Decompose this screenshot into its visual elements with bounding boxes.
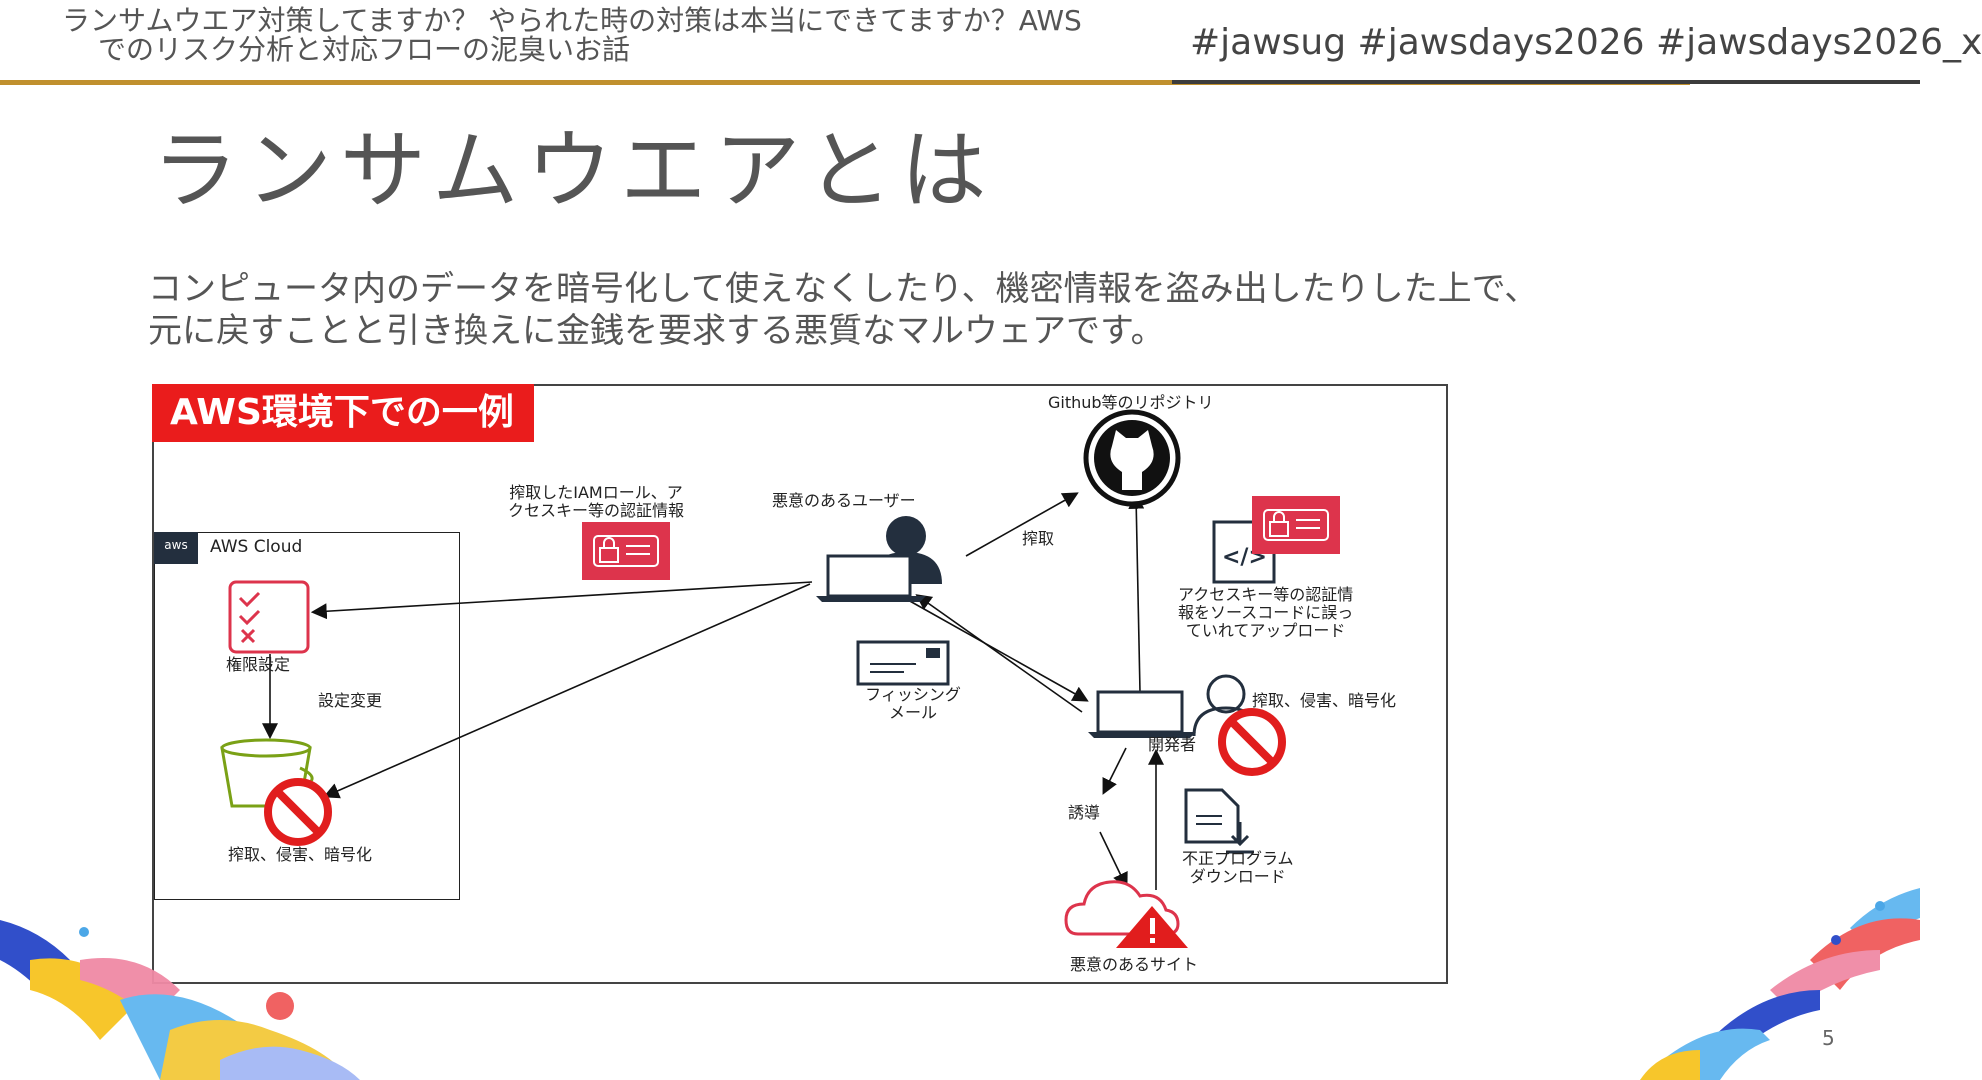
credential-badge-icon (582, 522, 670, 580)
steal-label: 搾取 (1022, 529, 1055, 548)
stolen-credentials-label: 搾取したIAMロール、ア クセスキー等の認証情報 (508, 484, 684, 520)
header-divider-accent (1172, 80, 1920, 84)
malware-download-line1: 不正プログラム (1182, 849, 1294, 868)
flow-arrows (262, 492, 1164, 890)
aws-cloud-label: AWS Cloud (210, 537, 303, 557)
lure-label: 誘導 (1068, 803, 1101, 822)
malicious-user-label: 悪意のあるユーザー (772, 491, 916, 510)
slide-title: ランサムウエアとは (152, 121, 995, 221)
credential-leak-label: アクセスキー等の認証情 報をソースコードに誤っ ていれてアップロード (1178, 586, 1353, 640)
github-label: Github等のリポジトリ (1048, 393, 1214, 412)
checklist-icon (228, 580, 310, 654)
description-line2: 元に戻すことと引き換えに金銭を要求する悪質なマルウェアです。 (148, 311, 1165, 351)
github-icon (1083, 409, 1181, 507)
header-divider (0, 80, 1690, 85)
diagram-banner: AWS環境下での一例 (152, 384, 534, 442)
phishing-label: フィッシング メール (848, 686, 978, 722)
malware-download-label: 不正プログラム ダウンロード (1182, 850, 1294, 886)
credential-leak-line1: アクセスキー等の認証情 (1178, 585, 1354, 604)
arrow-dev-to-github (1128, 492, 1145, 693)
config-change-label: 設定変更 (318, 691, 383, 710)
bucket-impact-label: 搾取、侵害、暗号化 (228, 845, 373, 864)
page-number: 5 (1822, 1026, 1835, 1050)
event-hashtags: #jawsug #jawsdays2026 #jawsdays2026_x (1190, 22, 1982, 63)
aws-cloud-group (154, 532, 460, 900)
diagram-graphics: </> (0, 409, 1920, 1080)
credential-leak-line2: 報をソースコードに誤っ (1178, 603, 1354, 622)
slide-description: コンピュータ内のデータを暗号化して使えなくしたり、機密情報を盗み出したりした上で… (148, 268, 1538, 352)
permission-label: 権限設定 (226, 655, 291, 674)
developer-impact-label: 搾取、侵害、暗号化 (1252, 691, 1397, 710)
arrow-user-to-bucket (323, 583, 811, 799)
phishing-line1: フィッシング (865, 685, 961, 704)
developer-label: 開発者 (1148, 735, 1197, 754)
malware-download-line2: ダウンロード (1189, 867, 1286, 886)
decorative-confetti-left (0, 920, 360, 1080)
malicious-site-icon (1064, 880, 1188, 948)
malicious-user-icon (816, 516, 942, 602)
arrow-user-to-permission (310, 581, 813, 620)
mail-icon (856, 640, 950, 686)
malicious-site-label: 悪意のあるサイト (1070, 955, 1199, 974)
arrow-user-to-github (965, 492, 1079, 557)
aws-logo-text: aws (164, 538, 188, 552)
presentation-title-line1: ランサムウエア対策してますか？ やられた時の対策は本当にできてますか？AWS (62, 4, 1082, 37)
stolen-credentials-line1: 搾取したIAMロール、ア (509, 483, 683, 502)
arrow-dev-to-lure (1102, 747, 1127, 795)
phishing-line2: メール (888, 703, 937, 722)
aws-logo-icon: aws (154, 532, 198, 564)
stolen-credentials-line2: クセスキー等の認証情報 (508, 501, 685, 520)
presentation-title: ランサムウエア対策してますか？ やられた時の対策は本当にできてますか？AWS で… (62, 6, 1182, 64)
description-line1: コンピュータ内のデータを暗号化して使えなくしたり、機密情報を盗み出したりした上で… (148, 269, 1539, 309)
arrow-user-to-dev (907, 599, 1089, 702)
decorative-confetti-right (1640, 888, 1920, 1080)
credential-leak-line3: ていれてアップロード (1185, 621, 1346, 640)
arrow-lure-to-site (1099, 831, 1128, 889)
prohibited-icon-bucket (264, 778, 332, 846)
download-file-icon (1184, 788, 1254, 854)
credential-badge-icon-2 (1252, 496, 1340, 554)
arrow-dev-to-user (915, 594, 1083, 713)
prohibited-icon-developer (1218, 708, 1286, 776)
presentation-title-line2: でのリスク分析と対応フローの泥臭いお話 (98, 33, 631, 66)
